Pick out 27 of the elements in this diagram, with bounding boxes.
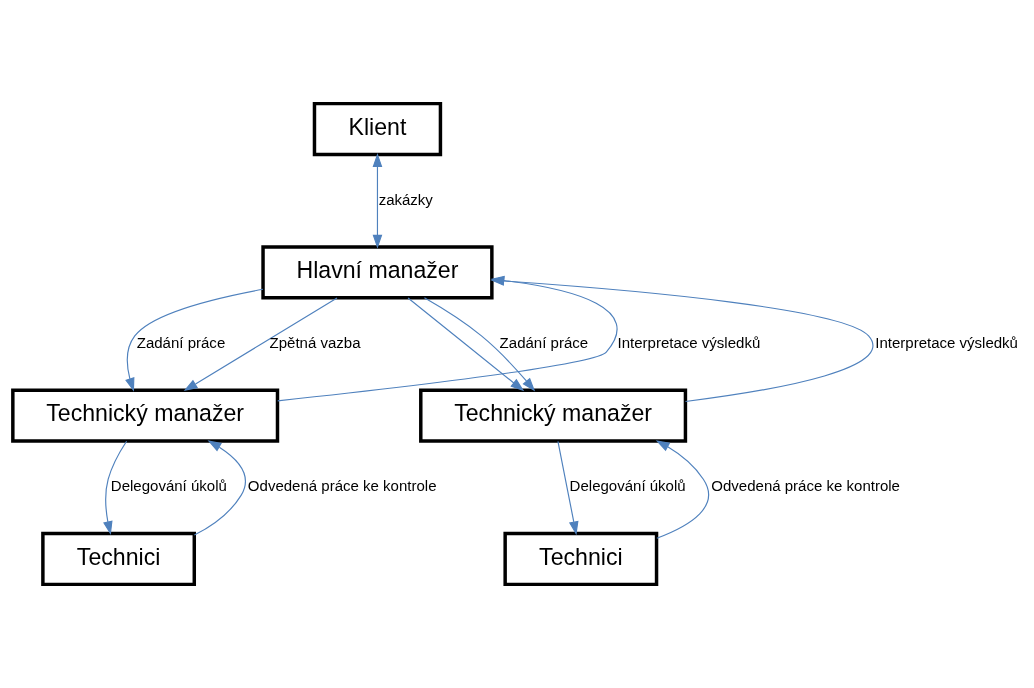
arrow	[183, 297, 338, 392]
edge-label: Zadání práce	[136, 333, 226, 351]
node-box: Technický manažer	[419, 388, 688, 443]
edge-label: Zpětná vazba	[269, 333, 361, 351]
edge-label: Delegování úkolů	[569, 477, 686, 495]
node-box: Hlavní manažer	[261, 245, 494, 300]
arrow	[372, 153, 383, 249]
edge-label: Interpretace výsledků	[617, 333, 761, 351]
edge-label: zakázky	[378, 190, 433, 208]
arrow	[193, 440, 246, 536]
edge-label: Delegování úkolů	[110, 477, 227, 495]
arrow	[655, 440, 710, 539]
node-box: Technický manažer	[11, 388, 280, 443]
edge-label: Interpretace výsledků	[875, 333, 1018, 351]
edge-label: Odvedená práce ke kontrole	[247, 477, 437, 495]
arrow	[277, 275, 618, 402]
node-box: Technici	[503, 531, 659, 587]
arrow	[103, 440, 128, 536]
edge-label: Odvedená práce ke kontrole	[711, 477, 900, 495]
arrow	[490, 276, 874, 403]
arrow	[423, 297, 536, 392]
arrow	[125, 288, 264, 392]
node-box: Klient	[312, 101, 443, 157]
arrow	[407, 297, 525, 392]
edge-label: Zadání práce	[499, 333, 589, 351]
arrow	[557, 440, 579, 536]
node-box: Technici	[41, 531, 196, 587]
